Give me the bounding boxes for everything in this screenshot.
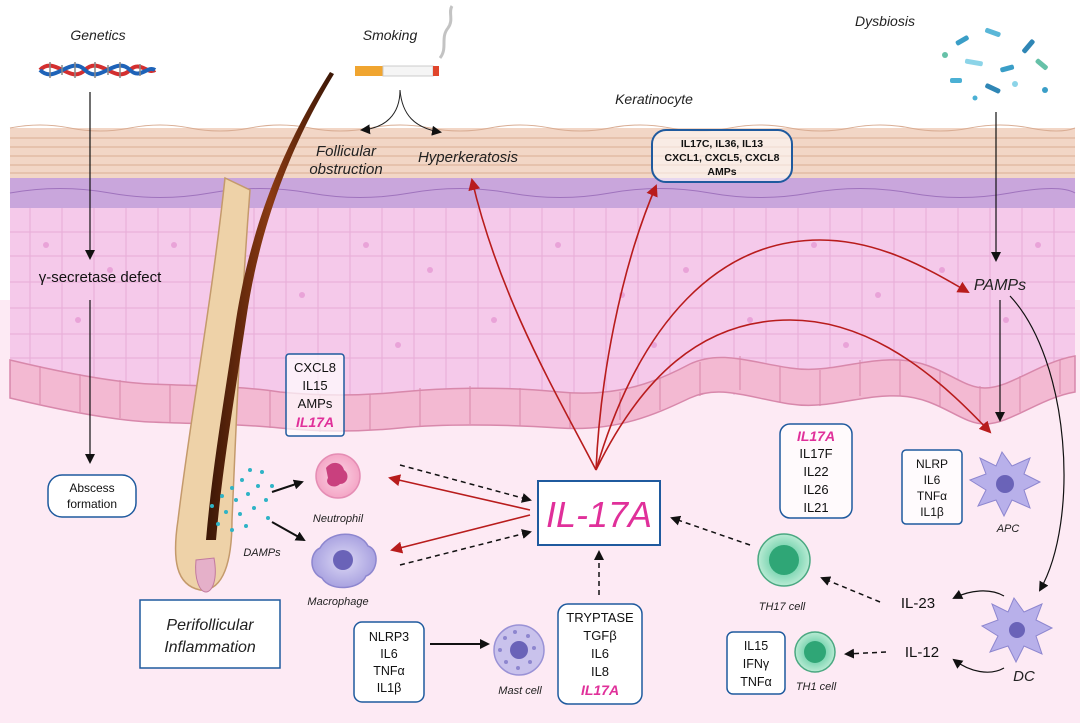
- macrophage-cell: [311, 533, 377, 589]
- damps-arrows: [271, 479, 306, 541]
- keratinocyte-box-line: IL17C, IL36, IL13: [681, 138, 763, 150]
- th1-label: TH1 cell: [796, 681, 837, 693]
- keratinocyte-box-line: AMPs: [707, 166, 736, 178]
- mast-left-box-line: TNFα: [373, 664, 405, 678]
- apc-box-line: TNFα: [917, 489, 947, 503]
- mast-right-box-line: IL8: [591, 664, 609, 679]
- il17a-central-label: IL-17A: [546, 494, 652, 535]
- perifollicular-label-2: Inflammation: [164, 639, 256, 656]
- th1-box-line: IL15: [744, 639, 768, 653]
- basal-cell-dividers: [39, 356, 1061, 432]
- abscess-formation-box: Abscess formation: [47, 474, 137, 518]
- neutrophil-label: Neutrophil: [313, 513, 364, 525]
- th17-box-line: IL21: [803, 500, 828, 515]
- mast-right-box-il17a: IL17A: [581, 682, 619, 698]
- damps-label: DAMPs: [243, 547, 281, 559]
- th17-box-il17a: IL17A: [797, 428, 835, 444]
- genetics-label: Genetics: [70, 27, 125, 43]
- hyperkeratosis-label: Hyperkeratosis: [418, 149, 519, 166]
- mast-cell: [493, 624, 545, 676]
- th1-box-line: TNFα: [740, 675, 772, 689]
- perifollicular-inflammation-box: Perifollicular Inflammation: [139, 599, 281, 669]
- follicle-box-il17a: IL17A: [296, 414, 334, 430]
- hair-shaft: [206, 72, 334, 540]
- apc-cell: [968, 450, 1042, 518]
- follicle-box-line: IL15: [302, 378, 327, 393]
- mast-right-box-line: IL6: [591, 646, 609, 661]
- mast-right-box-line: TGFβ: [583, 628, 616, 643]
- granular-layer: [10, 178, 1075, 208]
- smoking-arrows: [360, 89, 442, 136]
- keratinocyte-box-line: CXCL1, CXCL5, CXCL8: [665, 152, 780, 164]
- gamma-secretase-label: γ-secretase defect: [39, 269, 162, 286]
- follicle-box-line: CXCL8: [294, 360, 336, 375]
- th1-cytokine-box: IL15 IFNγ TNFα: [726, 631, 786, 695]
- follicle-cytokine-box: CXCL8 IL15 AMPs IL17A: [285, 353, 345, 437]
- mast-cell-label: Mast cell: [498, 685, 542, 697]
- hair-bulb: [195, 557, 216, 593]
- apc-box: NLRP IL6 TNFα IL1β: [901, 449, 963, 525]
- th1-box-line: IFNγ: [743, 657, 770, 671]
- stratum-corneum: [10, 128, 1075, 178]
- keratinocyte-cytokine-box: IL17C, IL36, IL13 CXCL1, CXCL5, CXCL8 AM…: [651, 129, 793, 183]
- mast-left-box: NLRP3 IL6 TNFα IL1β: [353, 621, 425, 703]
- dc-label: DC: [1013, 668, 1035, 685]
- apc-box-line: NLRP: [916, 457, 948, 471]
- smoking-label: Smoking: [363, 27, 418, 43]
- dysbiosis-arrows: [991, 112, 1065, 592]
- apc-label: APC: [996, 523, 1020, 535]
- neutrophil-cell: [315, 453, 361, 499]
- bacteria-icon: [942, 27, 1048, 101]
- pamps-label: PAMPs: [974, 277, 1026, 294]
- th17-box-line: IL22: [803, 464, 828, 479]
- mast-left-box-line: IL6: [380, 647, 397, 661]
- abscess-label-1: Abscess: [69, 481, 114, 495]
- mast-right-box-line: TRYPTASE: [566, 610, 634, 625]
- damps-particles: [210, 468, 274, 532]
- il23-label: IL-23: [901, 595, 935, 612]
- cigarette-icon: [355, 5, 454, 77]
- th17-cytokine-box: IL17A IL17F IL22 IL26 IL21: [779, 423, 853, 519]
- mast-right-box: TRYPTASE TGFβ IL6 IL8 IL17A: [557, 603, 643, 705]
- follicular-obstruction-label-1: Follicular: [316, 143, 377, 160]
- il17a-red-arrows: [388, 178, 992, 554]
- th17-box-line: IL17F: [799, 446, 832, 461]
- mast-left-box-line: NLRP3: [369, 630, 409, 644]
- dc-cell: [980, 596, 1054, 664]
- th17-box-line: IL26: [803, 482, 828, 497]
- follicle-box-line: AMPs: [298, 396, 333, 411]
- follicular-obstruction-label-2: obstruction: [309, 161, 382, 178]
- keratinocyte-label: Keratinocyte: [615, 91, 693, 107]
- th17-cell: [757, 533, 811, 587]
- il17a-central-box: IL-17A: [537, 480, 661, 546]
- dysbiosis-label: Dysbiosis: [855, 13, 915, 29]
- th1-cell: [794, 631, 836, 673]
- apc-box-line: IL1β: [920, 505, 944, 519]
- keratinocyte-cells: [10, 206, 1075, 395]
- apc-box-line: IL6: [924, 473, 941, 487]
- th17-label: TH17 cell: [759, 601, 806, 613]
- dashed-arrows: [399, 464, 887, 659]
- macrophage-label: Macrophage: [307, 596, 368, 608]
- mast-left-box-line: IL1β: [377, 681, 402, 695]
- il12-label: IL-12: [905, 644, 939, 661]
- abscess-label-2: formation: [67, 497, 117, 511]
- dna-icon: [38, 62, 157, 78]
- basal-layer: [9, 355, 1076, 432]
- perifollicular-label-1: Perifollicular: [166, 617, 254, 634]
- dc-arrows: [952, 589, 1005, 673]
